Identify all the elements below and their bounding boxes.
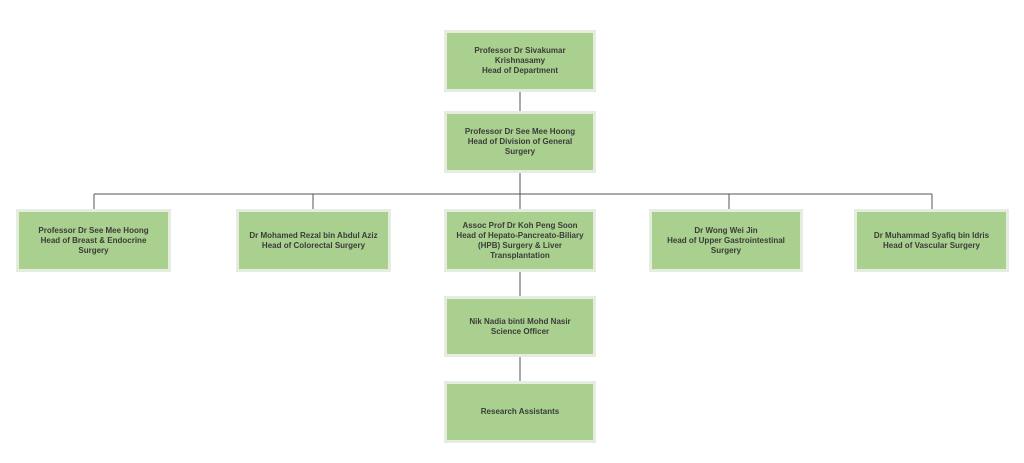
node-role: Head of Breast & Endocrine Surgery	[40, 235, 147, 255]
node-name: Dr Wong Wei Jin	[694, 225, 758, 235]
node-breast-endocrine: Professor Dr See Mee Hoong Head of Breas…	[16, 209, 171, 272]
node-name: Dr Muhammad Syafiq bin Idris	[873, 230, 990, 240]
node-science-officer: Nik Nadia binti Mohd Nasir Science Offic…	[444, 296, 596, 357]
node-role: Head of Vascular Surgery	[883, 240, 980, 250]
node-colorectal: Dr Mohamed Rezal bin Abdul Aziz Head of …	[236, 209, 391, 272]
node-name: Dr Mohamed Rezal bin Abdul Aziz	[249, 230, 378, 240]
node-name: Assoc Prof Dr Koh Peng Soon	[462, 220, 578, 230]
node-role: Head of Colorectal Surgery	[261, 240, 366, 250]
node-role: Science Officer	[490, 326, 550, 336]
node-head-of-division: Professor Dr See Mee Hoong Head of Divis…	[444, 111, 596, 173]
node-name: Professor Dr See Mee Hoong	[464, 127, 576, 136]
node-role: Head of Hepato-Pancreato-Biliary (HPB) S…	[456, 230, 584, 260]
node-role: Head of Department	[481, 66, 558, 75]
node-name: Professor Dr Sivakumar Krishnasamy	[474, 46, 566, 65]
node-label: Research Assistants	[480, 407, 560, 416]
node-name: Nik Nadia binti Mohd Nasir	[469, 316, 571, 326]
node-role: Head of Division of General Surgery	[467, 137, 573, 156]
node-vascular: Dr Muhammad Syafiq bin Idris Head of Vas…	[854, 209, 1009, 272]
node-upper-gastrointestinal: Dr Wong Wei Jin Head of Upper Gastrointe…	[649, 209, 803, 272]
node-hpb-liver-transplantation: Assoc Prof Dr Koh Peng Soon Head of Hepa…	[444, 209, 596, 272]
node-research-assistants: Research Assistants	[444, 381, 596, 443]
node-name: Professor Dr See Mee Hoong	[38, 225, 149, 235]
node-role: Head of Upper Gastrointestinal Surgery	[667, 235, 785, 255]
node-head-of-department: Professor Dr Sivakumar Krishnasamy Head …	[444, 30, 596, 92]
